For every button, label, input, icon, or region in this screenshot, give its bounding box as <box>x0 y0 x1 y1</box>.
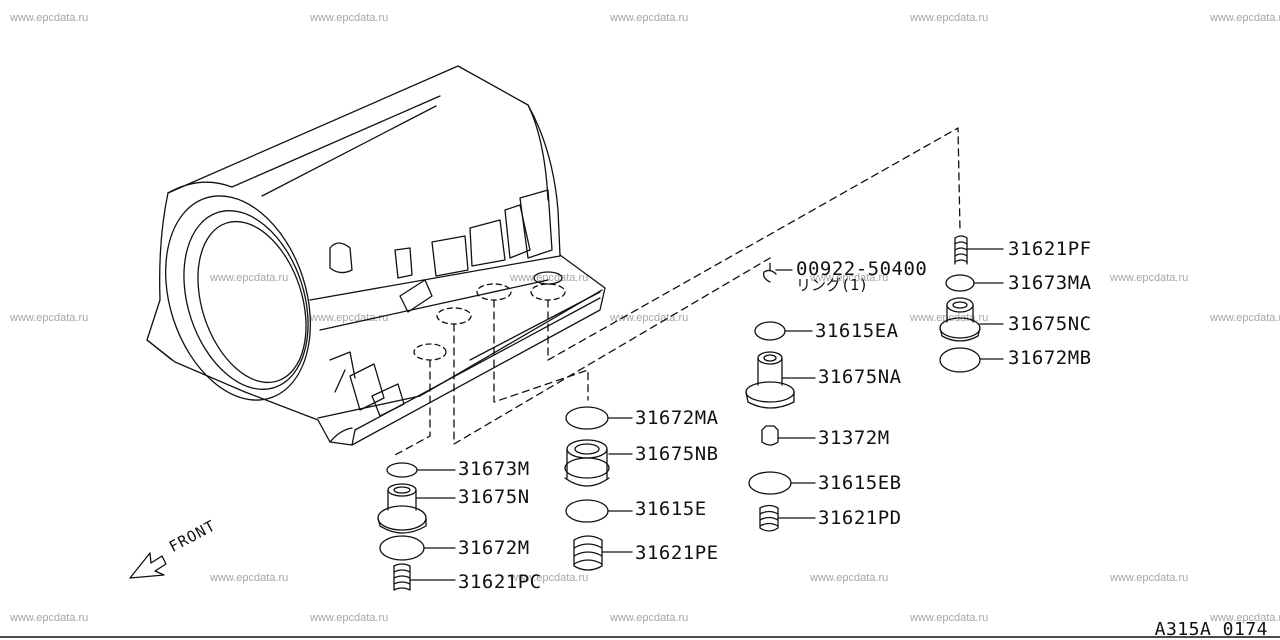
label-31675NC: 31675NC <box>1008 313 1092 335</box>
watermark-text: www.epcdata.ru <box>1210 612 1280 624</box>
watermark-text: www.epcdata.ru <box>510 272 589 284</box>
label-31672MB: 31672MB <box>1008 347 1092 369</box>
part-00922-50400 <box>764 270 776 282</box>
watermark-text: www.epcdata.ru <box>310 612 389 624</box>
watermark-text: www.epcdata.ru <box>310 312 389 324</box>
watermark-text: www.epcdata.ru <box>210 272 289 284</box>
part-31621PF <box>955 236 967 264</box>
diagram-code: A315A 0174 <box>1154 619 1268 640</box>
watermark-text: www.epcdata.ru <box>910 612 989 624</box>
watermark-text: www.epcdata.ru <box>10 312 89 324</box>
part-31615EB <box>749 472 791 494</box>
watermark-text: www.epcdata.ru <box>810 272 889 284</box>
label-31621PD: 31621PD <box>818 507 902 529</box>
watermark-text: www.epcdata.ru <box>810 572 889 584</box>
watermark-text: www.epcdata.ru <box>610 12 689 24</box>
watermark-text: www.epcdata.ru <box>10 612 89 624</box>
watermark-text: www.epcdata.ru <box>1110 572 1189 584</box>
part-31615EA <box>755 322 785 340</box>
watermark-text: www.epcdata.ru <box>1210 312 1280 324</box>
watermark-text: www.epcdata.ru <box>910 312 989 324</box>
part-31672MB <box>940 348 980 372</box>
part-31621PC <box>394 564 410 590</box>
watermark-text: www.epcdata.ru <box>910 12 989 24</box>
label-31615EB: 31615EB <box>818 472 902 494</box>
watermark-text: www.epcdata.ru <box>1210 12 1280 24</box>
label-31673M: 31673M <box>458 458 530 480</box>
front-arrow-icon <box>130 553 166 578</box>
watermark-text: www.epcdata.ru <box>310 12 389 24</box>
part-31372M <box>762 426 778 445</box>
label-31672M: 31672M <box>458 537 530 559</box>
watermark-text: www.epcdata.ru <box>610 612 689 624</box>
part-31673M <box>387 463 417 477</box>
part-31621PE <box>574 536 602 570</box>
part-31675NC <box>940 298 980 341</box>
watermark-text: www.epcdata.ru <box>610 312 689 324</box>
label-31621PC: 31621PC <box>458 571 542 593</box>
part-31672M <box>380 536 424 560</box>
transmission-housing <box>141 66 605 445</box>
part-31673MA <box>946 275 974 291</box>
part-31675N <box>378 484 426 533</box>
watermark-text: www.epcdata.ru <box>1110 272 1189 284</box>
label-31675NB: 31675NB <box>635 443 719 465</box>
label-31621PF: 31621PF <box>1008 238 1092 260</box>
watermark-text: www.epcdata.ru <box>10 12 89 24</box>
label-31372M: 31372M <box>818 427 890 449</box>
label-31615EA: 31615EA <box>815 320 899 342</box>
part-31672MA <box>566 407 608 429</box>
part-31675NA <box>746 352 794 408</box>
part-31615E <box>566 500 608 522</box>
label-31615E: 31615E <box>635 498 707 520</box>
leader-lines <box>410 249 1003 580</box>
label-31675N: 31675N <box>458 486 530 508</box>
part-31675NB <box>565 440 609 486</box>
watermark-text: www.epcdata.ru <box>510 572 589 584</box>
label-31673MA: 31673MA <box>1008 272 1092 294</box>
label-00922-50400: 00922-50400 <box>796 258 928 280</box>
part-31621PD <box>760 506 778 532</box>
assembly-lines <box>395 128 960 455</box>
watermark-text: www.epcdata.ru <box>210 572 289 584</box>
label-31621PE: 31621PE <box>635 542 719 564</box>
label-00922-50400-note: リング(1) <box>796 276 869 294</box>
label-31672MA: 31672MA <box>635 407 719 429</box>
label-31675NA: 31675NA <box>818 366 902 388</box>
